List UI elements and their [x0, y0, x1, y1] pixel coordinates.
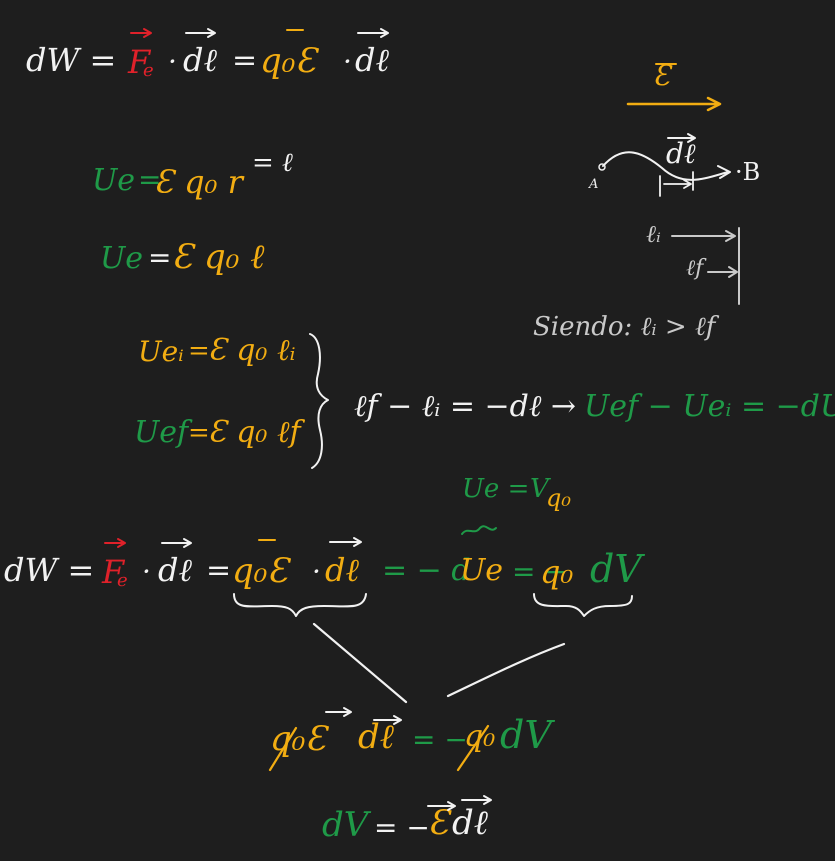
dot-operator: · — [142, 555, 151, 588]
cancel-strike — [268, 726, 298, 772]
point-b-label: ·B — [735, 158, 761, 186]
dot-operator: · — [343, 45, 352, 78]
dl-label: dℓ — [666, 137, 696, 170]
dv-symbol: dV — [322, 805, 369, 845]
ue-rhs: Ɛ q₀ r — [154, 163, 243, 201]
potential-symbol: V — [530, 474, 549, 504]
underline-squiggle — [461, 525, 497, 535]
minus-d: = − d — [382, 553, 471, 588]
underbrace — [533, 593, 633, 617]
dot-operator: · — [168, 45, 177, 78]
lf-arrow — [707, 266, 738, 278]
q0-symbol: q₀ — [540, 553, 574, 591]
dot-operator: · — [312, 555, 321, 588]
point-a-label: A — [589, 177, 599, 192]
vector-arrow — [357, 28, 389, 38]
equals-minus: = − — [374, 811, 430, 844]
uei-rhs: Ɛ q₀ ℓᵢ — [208, 333, 296, 368]
dl-vector: dℓ — [452, 803, 488, 843]
r-equals-l-note: = ℓ — [252, 148, 293, 178]
field-label: Ɛ — [653, 59, 671, 92]
ue-label: Ue — [92, 163, 136, 198]
q0-field-product: q₀Ɛ — [232, 551, 289, 591]
vector-arrow — [667, 133, 696, 143]
vector-arrow — [130, 28, 152, 38]
vector-arrow — [373, 715, 402, 725]
q0-field-product: q₀Ɛ — [260, 41, 317, 81]
connector-line — [312, 622, 408, 704]
uef-label: Uef — [134, 415, 189, 450]
path-curve — [602, 151, 731, 181]
electric-force: F — [102, 553, 125, 591]
field-symbol: Ɛ — [428, 803, 450, 843]
lf-label: ℓf — [686, 256, 704, 281]
electric-force-subscript: e — [143, 60, 154, 81]
field-arrow — [626, 96, 722, 112]
li-arrow — [671, 230, 736, 242]
equals-sign: = — [188, 336, 210, 366]
equals-minus: = − — [412, 723, 468, 756]
electric-force: F — [128, 43, 151, 81]
ue-label: Ue = — [462, 474, 530, 504]
vector-arrow — [161, 538, 192, 548]
ue-rhs: Ɛ q₀ ℓ — [172, 237, 265, 277]
q0-field-product: q₀Ɛ — [270, 719, 327, 759]
dv-symbol: dV — [590, 547, 642, 591]
uei-label: Ueᵢ — [138, 335, 184, 368]
vector-arrow — [329, 537, 362, 547]
dw-label: dW = — [4, 551, 95, 589]
connector-line — [446, 642, 566, 698]
vector-arrow — [427, 801, 456, 811]
underbrace — [233, 593, 367, 617]
dl-vector: dℓ — [355, 41, 389, 79]
equals-sign: = — [138, 163, 162, 196]
equals-sign: = — [232, 43, 258, 78]
dw-label: dW = — [26, 41, 117, 79]
uef-rhs: Ɛ q₀ ℓf — [208, 415, 301, 450]
siendo-note: Siendo: ℓᵢ > ℓf — [533, 312, 716, 342]
ue-symbol: Ue — [460, 553, 504, 588]
dl-vector: dℓ — [183, 41, 217, 79]
dv-symbol: dV — [500, 713, 552, 757]
vector-arrow — [461, 795, 492, 805]
length-difference: ℓf − ℓᵢ = −dℓ → — [354, 389, 577, 424]
dl-vector: dℓ — [158, 551, 192, 589]
vector-arrow — [325, 707, 352, 717]
equals-minus: = − — [512, 555, 568, 588]
q0-symbol: q₀ — [546, 484, 571, 512]
vector-arrow — [104, 538, 126, 548]
equals-sign: = — [206, 553, 232, 588]
cancel-strike — [456, 724, 490, 772]
electric-force-subscript: e — [117, 570, 128, 591]
vector-arrow — [185, 28, 216, 38]
energy-difference: Uef − Ueᵢ = −dUe — [584, 389, 835, 424]
ue-label: Ue — [100, 241, 144, 276]
curly-brace — [309, 333, 329, 469]
equals-sign: = — [188, 418, 210, 448]
dl-segment-marker — [659, 171, 694, 197]
dl-vector: dℓ — [358, 717, 394, 757]
li-label: ℓᵢ — [646, 220, 661, 248]
equals-sign: = — [148, 241, 172, 274]
dl-vector: dℓ — [325, 551, 359, 589]
point-a-dot — [598, 163, 606, 171]
